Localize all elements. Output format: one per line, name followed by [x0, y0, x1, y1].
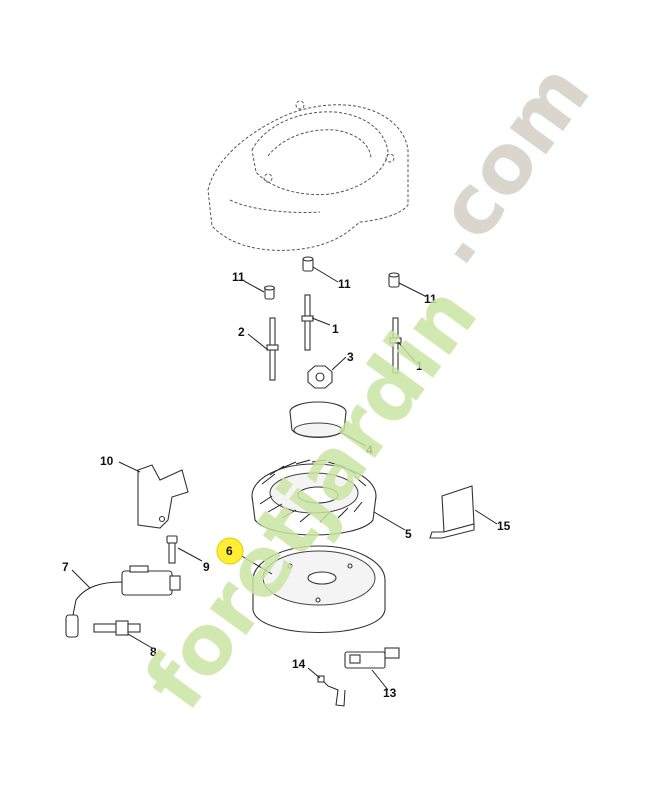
callout-label-3: 3 [347, 350, 354, 364]
callout-labels: 11 11 11 2 1 1 3 4 10 5 15 6 9 7 8 14 13 [62, 270, 511, 700]
leader-lines [71, 266, 498, 691]
callout-label-7: 7 [62, 560, 69, 574]
callout-label-14: 14 [292, 657, 306, 671]
cap-11-left [263, 285, 276, 300]
callout-label-8: 8 [150, 645, 157, 659]
callout-label-6: 6 [226, 544, 233, 558]
flywheel-nut [307, 365, 333, 389]
cap-11-right [388, 272, 400, 288]
callout-label-1: 1 [416, 359, 423, 373]
callout-label-9: 9 [203, 560, 210, 574]
callout-label-15: 15 [497, 519, 511, 533]
callout-label-11: 11 [424, 292, 437, 306]
callout-label-11: 11 [232, 270, 245, 284]
callout-label-2: 2 [238, 325, 245, 339]
stud-2 [266, 317, 279, 381]
bolt-9 [166, 535, 178, 564]
bracket-10 [137, 464, 189, 529]
flywheel-fan [251, 459, 377, 536]
callout-label-5: 5 [405, 527, 412, 541]
callout-label-1: 1 [332, 322, 339, 336]
cap-11-center [302, 256, 314, 272]
switch-13 [344, 647, 400, 669]
plate-15 [429, 485, 475, 539]
spark-plug [93, 620, 141, 636]
stud-1-center [301, 294, 314, 351]
highlight-circle [216, 537, 244, 565]
watermark-text: foretjardin [127, 269, 496, 726]
wire-14 [317, 675, 346, 707]
stud-1-right [389, 317, 402, 374]
ignition-coil [65, 565, 181, 638]
watermark-dot-com: .com [401, 47, 608, 282]
callout-label-11: 11 [338, 277, 351, 291]
flywheel-rotor [252, 545, 386, 634]
starter-cup [289, 401, 347, 439]
callout-label-10: 10 [100, 454, 114, 468]
engine-shroud-outline [207, 100, 409, 251]
callout-label-4: 4 [366, 443, 373, 457]
callout-label-13: 13 [383, 686, 397, 700]
